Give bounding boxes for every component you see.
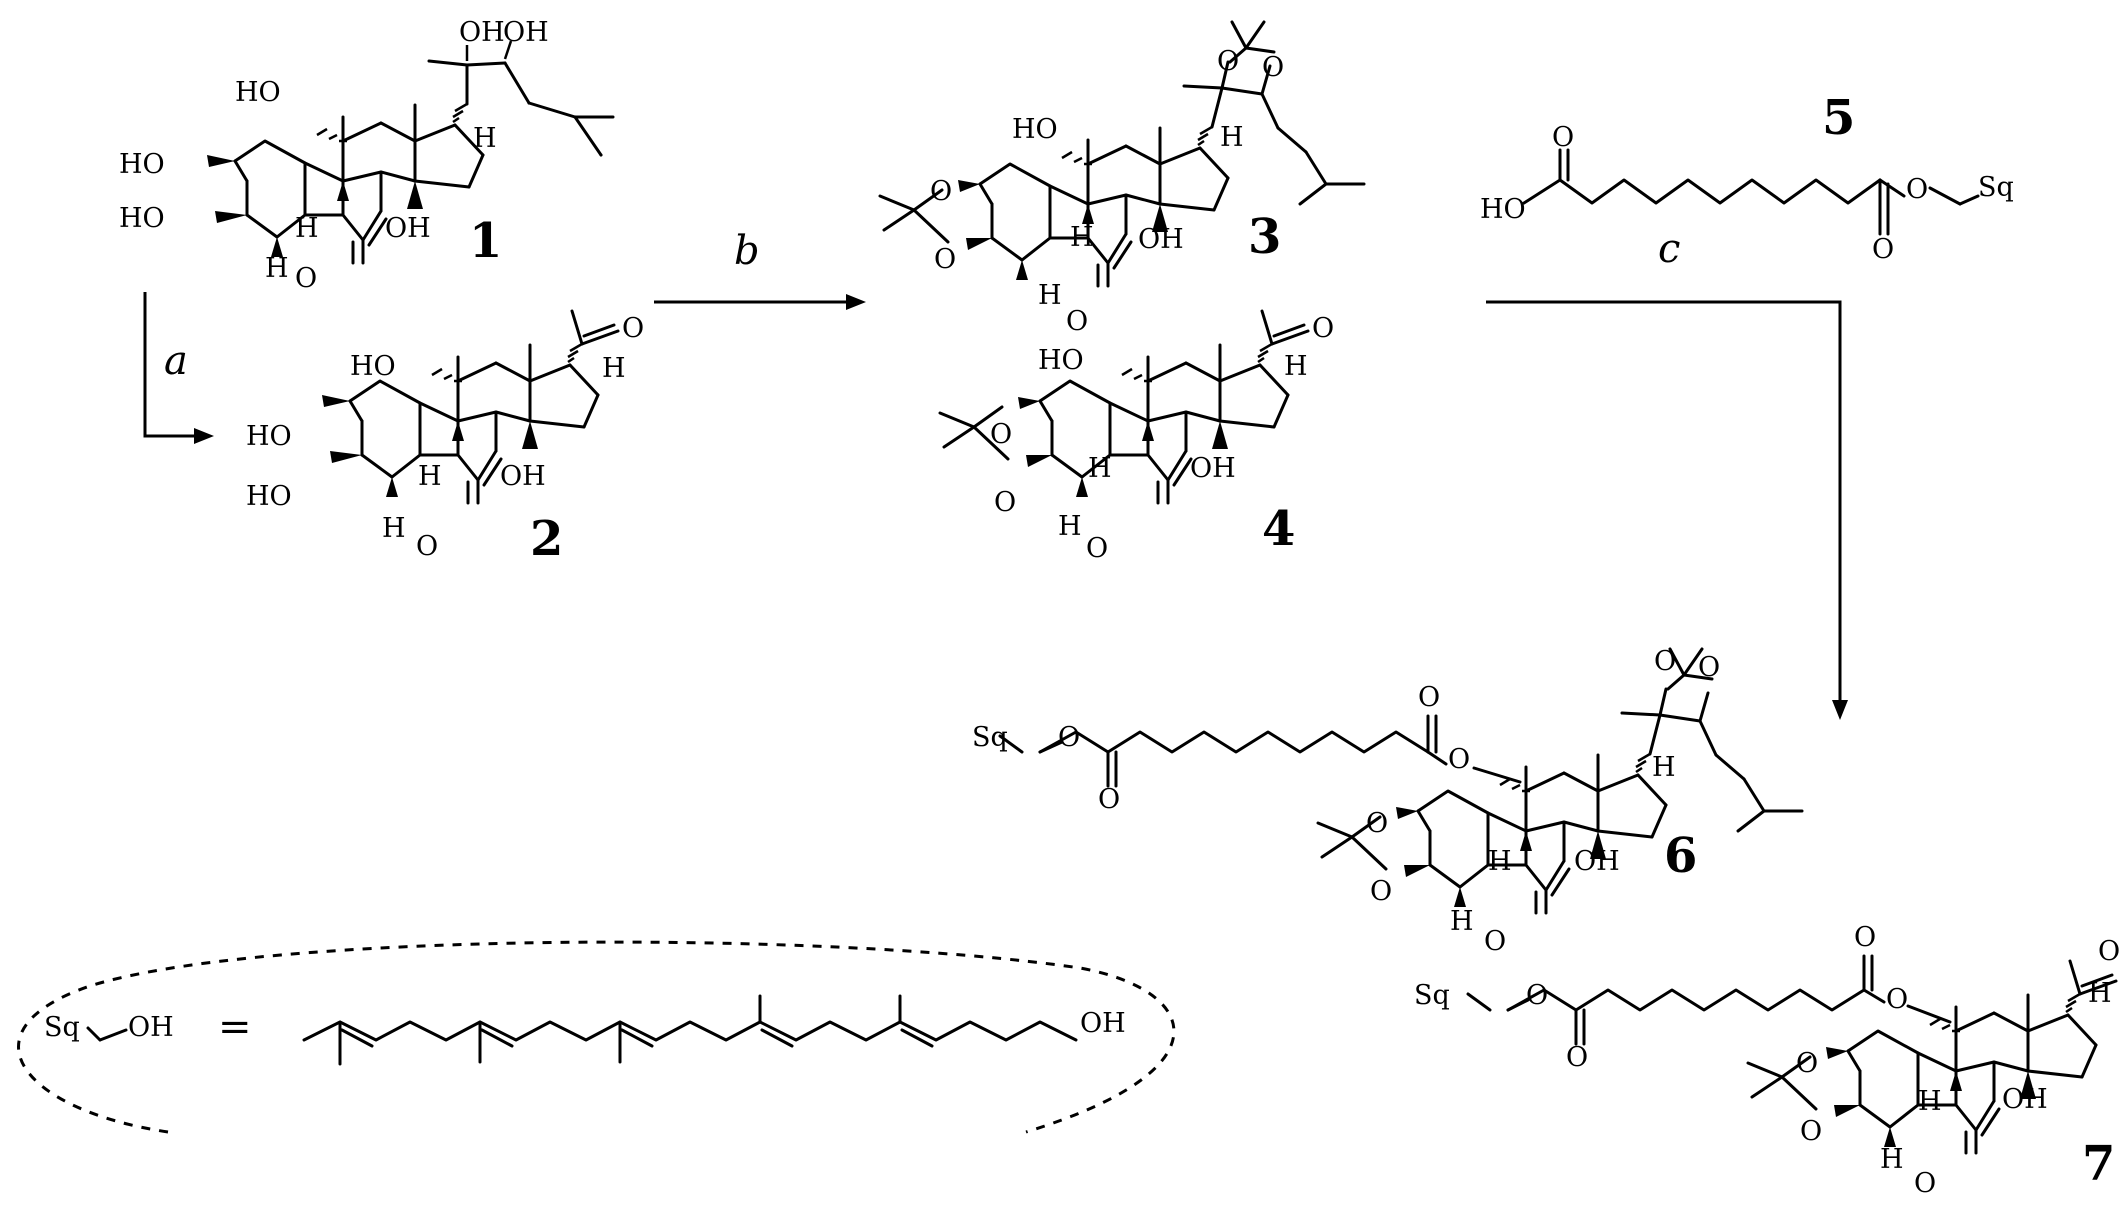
label-h5: H [382,513,406,544]
compound-number-6: 6 [1664,828,1697,884]
label-oe: O [1906,174,1928,205]
label-h9: H [418,461,442,492]
legend-equals: = [218,1004,252,1050]
label-oa1: O [930,176,952,207]
label-h9: H [1088,453,1112,484]
label-oe2: O [1448,744,1470,775]
compound-2: HO HO HO OH H H H O O 2 [246,309,644,567]
label-o6: O [1066,306,1088,337]
label-o1: O [1552,122,1574,153]
label-ho11: HO [350,351,396,382]
reagent-c: c [1658,226,1680,272]
label-oc2: O [1854,922,1876,953]
label-oa2: O [994,487,1016,518]
label-ho3: HO [119,203,165,234]
arrow-b [654,294,866,310]
label-oh20: OH [459,17,505,48]
label-oe2: O [1886,984,1908,1015]
label-ho11: HO [235,77,281,108]
label-h17: H [1220,122,1244,153]
label-oh14: OH [1190,453,1236,484]
label-oh14: OH [500,461,546,492]
label-h9: H [295,213,319,244]
label-o6: O [1914,1168,1936,1199]
label-ho: HO [1480,194,1526,225]
label-oh14: OH [385,213,431,244]
label-ho2: HO [119,149,165,180]
label-oa2: O [1800,1116,1822,1147]
label-ho11: HO [1038,345,1084,376]
label-oe1: O [1526,980,1548,1011]
compound-number-5: 5 [1822,90,1855,146]
label-h9: H [1488,846,1512,877]
compound-number-7: 7 [2082,1136,2115,1192]
label-o20: O [1312,313,1334,344]
label-h17: H [473,123,497,154]
label-h17: H [1284,351,1308,382]
compound-7: Sq O O O O O O OH H H H O O 7 [1414,922,2120,1199]
reagent-a: a [164,338,188,384]
compound-number-1: 1 [469,213,502,269]
label-h17: H [2088,978,2112,1009]
arrow-a [143,292,214,444]
label-h17: H [1652,752,1676,783]
arrow-c [1486,300,1848,720]
legend-oh-chain: OH [1080,1008,1126,1039]
label-h5: H [1450,906,1474,937]
label-os2: O [1698,652,1720,683]
label-h5: H [1058,511,1082,542]
label-ho11: HO [1012,114,1058,145]
label-h9: H [1918,1086,1942,1117]
legend-sq: Sq [44,1012,80,1043]
label-o6: O [1086,533,1108,564]
reagent-b: b [734,228,760,274]
label-h5: H [265,253,289,284]
compound-5: HO O O O Sq 5 [1480,90,2014,265]
label-os1: O [1217,46,1239,77]
label-h9: H [1070,222,1094,253]
label-sq: Sq [1414,980,1450,1011]
compound-number-4: 4 [1262,501,1295,557]
label-oa1: O [1366,808,1388,839]
label-oa1: O [1796,1048,1818,1079]
compound-4: HO O O OH H H H O O 4 [938,309,1334,564]
label-o6: O [416,531,438,562]
label-sq: Sq [1978,172,2014,203]
label-ho2: HO [246,421,292,452]
label-oc2: O [1418,682,1440,713]
label-o2: O [1872,234,1894,265]
label-oa2: O [1370,876,1392,907]
legend-oh: OH [128,1012,174,1043]
label-oh14: OH [1138,224,1184,255]
compound-number-3: 3 [1248,209,1281,265]
label-o20: O [622,313,644,344]
label-oh14: OH [1574,846,1620,877]
label-ho3: HO [246,481,292,512]
label-o20: O [2098,936,2120,967]
label-oc1: O [1566,1042,1588,1073]
label-os1: O [1654,646,1676,677]
compound-3: HO O O OH H H H O O O 3 [878,20,1366,337]
label-h5: H [1880,1144,1904,1175]
label-oa2: O [934,244,956,275]
compound-6: Sq O O O O O O OH H H H O O O 6 [972,646,1804,957]
label-oh22: OH [503,17,549,48]
label-oh14: OH [2002,1084,2048,1115]
label-oa1: O [990,419,1012,450]
compound-1: HO HO HO OH H H H O OH OH 1 [119,17,615,294]
label-o6: O [1484,926,1506,957]
label-sq: Sq [972,722,1008,753]
label-o6: O [295,263,317,294]
label-h5: H [1038,280,1062,311]
sq-legend: Sq OH = OH [17,940,1176,1134]
label-h17: H [602,353,626,384]
label-oe1: O [1058,722,1080,753]
compound-number-2: 2 [530,511,563,567]
label-oc1: O [1098,784,1120,815]
label-os2: O [1262,52,1284,83]
